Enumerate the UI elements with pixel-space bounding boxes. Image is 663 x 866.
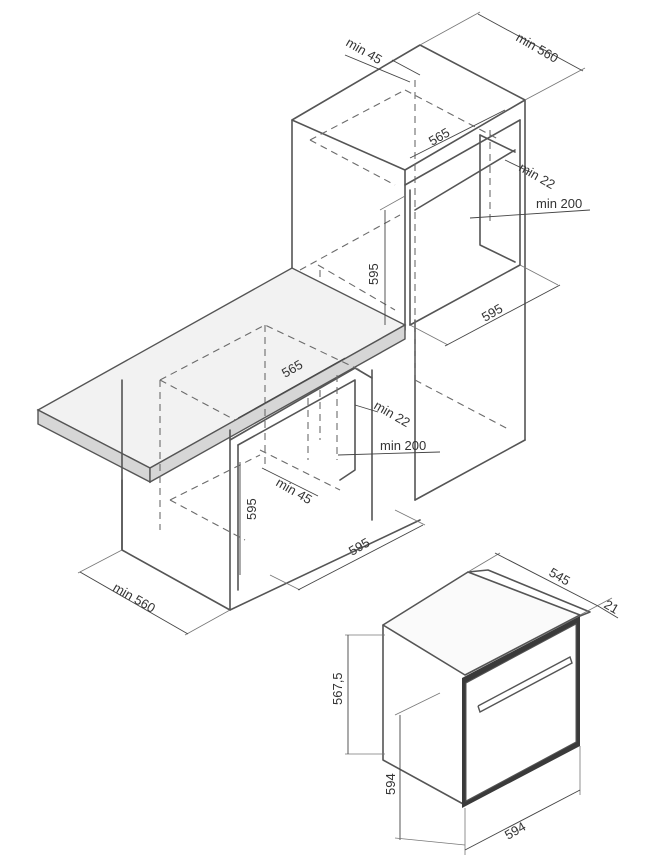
label-oven-body-height: 567,5 — [330, 672, 345, 705]
tall-unit-cabinet — [291, 44, 526, 501]
label-tall-depth: min 560 — [514, 30, 562, 66]
label-under-depth: min 560 — [111, 580, 159, 616]
label-oven-depth: 545 — [547, 565, 573, 589]
tall-unit-dimensions — [344, 11, 591, 347]
label-oven-width: 594 — [502, 819, 528, 843]
label-tall-vent: min 200 — [536, 196, 582, 211]
label-tall-niche-depth: 595 — [479, 301, 505, 325]
label-under-side-gap: min 22 — [372, 398, 413, 431]
under-counter-cabinet — [121, 324, 421, 611]
countertop — [36, 267, 407, 484]
label-tall-side-gap: min 22 — [517, 160, 558, 193]
label-tall-niche-height: 595 — [366, 263, 381, 285]
under-counter-dimensions — [77, 357, 441, 636]
oven-handle — [477, 655, 573, 714]
label-oven-door-thickness: 21 — [602, 597, 622, 617]
label-tall-back-gap: min 45 — [344, 35, 385, 68]
oven-dimensions — [345, 552, 619, 855]
oven — [382, 569, 591, 808]
label-under-niche-depth: 595 — [346, 535, 372, 559]
label-under-vent: min 200 — [380, 438, 426, 453]
label-oven-height: 594 — [383, 773, 398, 795]
label-under-back-gap: min 45 — [274, 475, 315, 508]
label-under-niche-height: 595 — [244, 498, 259, 520]
